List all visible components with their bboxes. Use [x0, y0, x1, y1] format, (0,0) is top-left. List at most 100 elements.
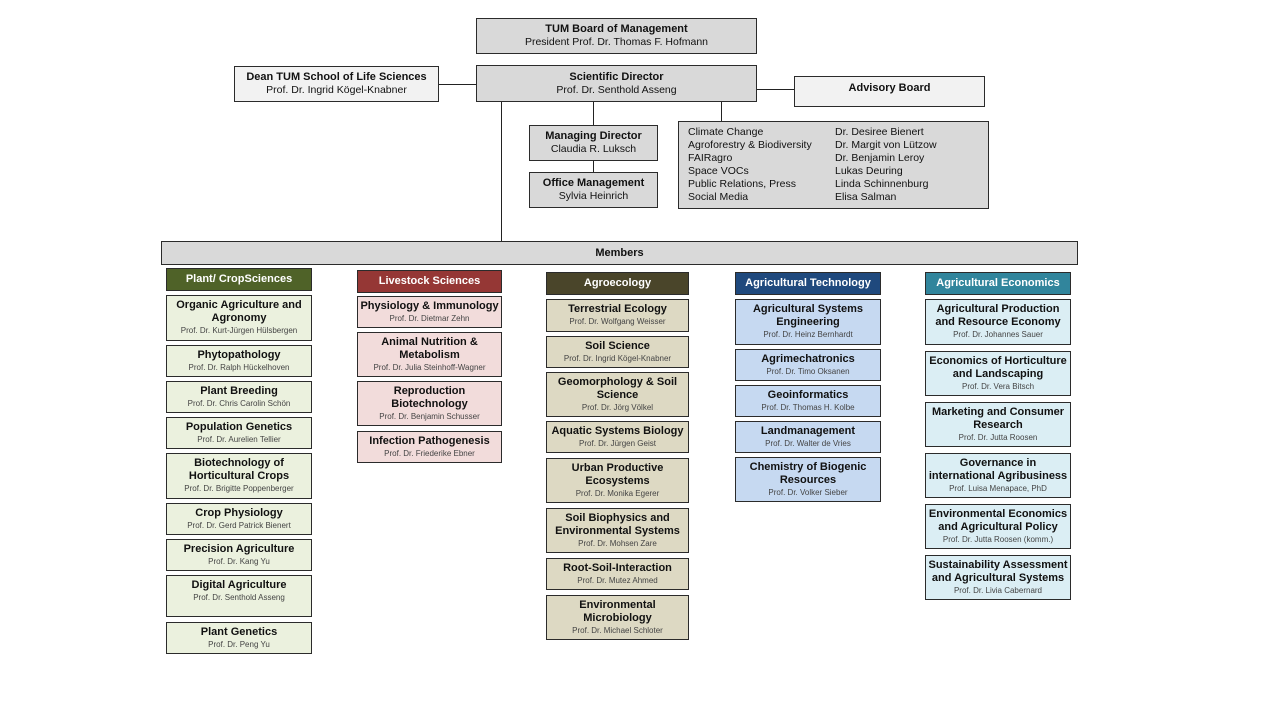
members-bar: Members — [161, 241, 1078, 265]
office-subtitle: Sylvia Heinrich — [558, 190, 629, 202]
unit-name: Agricultural Systems Engineering — [752, 303, 864, 328]
unit-name: Environmental Microbiology — [579, 599, 656, 624]
unit-name: Soil Science — [585, 340, 650, 352]
connector-director-topics — [721, 101, 722, 122]
dean-box: Dean TUM School of Life Sciences Prof. D… — [234, 66, 439, 102]
topic-item: Dr. Margit von Lützow — [835, 139, 937, 151]
unit-name: Soil Biophysics and Environmental System… — [555, 512, 680, 537]
advisory-title: Advisory Board — [848, 82, 931, 94]
unit-head: Prof. Dr. Aurelien Tellier — [197, 435, 281, 444]
unit-head: Prof. Dr. Peng Yu — [208, 640, 270, 649]
unit-head: Prof. Dr. Kurt-Jürgen Hülsbergen — [180, 326, 298, 335]
connector-dean-director — [439, 84, 477, 85]
unit-box: Environmental Economics and Agricultural… — [925, 504, 1071, 549]
unit-name: Geoinformatics — [767, 389, 849, 401]
unit-head: Prof. Dr. Benjamin Schusser — [379, 412, 480, 421]
unit-head: Prof. Dr. Ralph Hückelhoven — [188, 363, 290, 372]
director-title: Scientific Director — [569, 70, 664, 83]
unit-name: Organic Agriculture and Agronomy — [176, 299, 302, 324]
unit-name: Aquatic Systems Biology — [551, 425, 684, 437]
topic-item: Social Media — [688, 191, 749, 203]
unit-box: Economics of Horticulture and Landscapin… — [925, 351, 1071, 396]
unit-head: Prof. Dr. Walter de Vries — [765, 439, 851, 448]
column-header: Plant/ CropSciences — [166, 268, 312, 291]
column-header: Agroecology — [546, 272, 689, 295]
unit-box: Governance in international Agribusiness… — [925, 453, 1071, 498]
connector-director-advisory — [756, 89, 795, 90]
advisory-board-box: Advisory Board — [794, 76, 985, 107]
unit-head: Prof. Dr. Brigitte Poppenberger — [184, 484, 294, 493]
unit-name: Population Genetics — [185, 421, 293, 433]
unit-head: Prof. Dr. Jürgen Geist — [579, 439, 656, 448]
unit-head: Prof. Dr. Dietmar Zehn — [389, 314, 470, 323]
unit-head: Prof. Dr. Kang Yu — [208, 557, 270, 566]
unit-head: Prof. Dr. Mohsen Zare — [578, 539, 657, 548]
unit-head: Prof. Dr. Ingrid Kögel-Knabner — [563, 354, 672, 363]
unit-name: Plant Breeding — [200, 385, 278, 397]
unit-name: Reproduction Biotechnology — [391, 385, 468, 410]
dean-title: Dean TUM School of Life Sciences — [246, 71, 427, 83]
unit-head: Prof. Dr. Johannes Sauer — [953, 330, 1043, 339]
unit-head: Prof. Dr. Senthold Asseng — [193, 593, 285, 602]
unit-name: Physiology & Immunology — [360, 300, 499, 312]
unit-name: Environmental Economics and Agricultural… — [928, 508, 1068, 533]
unit-head: Prof. Luisa Menapace, PhD — [949, 484, 1047, 493]
unit-head: Prof. Dr. Heinz Bernhardt — [763, 330, 853, 339]
unit-name: Marketing and Consumer Research — [931, 406, 1065, 431]
column-header: Livestock Sciences — [357, 270, 502, 293]
unit-box: Sustainability Assessment and Agricultur… — [925, 555, 1071, 600]
managing-director-box: Managing Director Claudia R. Luksch — [529, 125, 658, 161]
unit-name: Geomorphology & Soil Science — [557, 376, 678, 401]
topic-item: Lukas Deuring — [835, 165, 903, 177]
topic-item: FAIRagro — [688, 152, 733, 164]
unit-name: Agrimechatronics — [761, 353, 855, 365]
unit-head: Prof. Dr. Michael Schloter — [572, 626, 663, 635]
director-subtitle: Prof. Dr. Senthold Asseng — [556, 83, 677, 96]
unit-name: Landmanagement — [760, 425, 856, 437]
topic-item: Space VOCs — [688, 165, 749, 177]
unit-name: Urban Productive Ecosystems — [571, 462, 664, 487]
managing-subtitle: Claudia R. Luksch — [550, 143, 637, 155]
unit-head: Prof. Dr. Chris Carolin Schön — [187, 399, 291, 408]
topics-box — [678, 121, 989, 209]
board-subtitle: President Prof. Dr. Thomas F. Hofmann — [524, 36, 709, 48]
topic-item: Agroforestry & Biodiversity — [688, 139, 812, 151]
unit-head: Prof. Dr. Jutta Roosen — [958, 433, 1038, 442]
unit-head: Prof. Dr. Mutez Ahmed — [577, 576, 658, 585]
topic-item: Dr. Desiree Bienert — [835, 126, 924, 138]
unit-name: Root-Soil-Interaction — [563, 562, 672, 574]
unit-box: Agricultural Production and Resource Eco… — [925, 299, 1071, 345]
office-management-box: Office Management Sylvia Heinrich — [529, 172, 658, 208]
column-header: Agricultural Economics — [925, 272, 1071, 295]
scientific-director-box: Scientific Director Prof. Dr. Senthold A… — [476, 65, 757, 102]
unit-head: Prof. Dr. Friederike Ebner — [384, 449, 475, 458]
connector-director-managing — [593, 101, 594, 125]
unit-head: Prof. Dr. Gerd Patrick Bienert — [187, 521, 291, 530]
unit-name: Precision Agriculture — [183, 543, 295, 555]
office-title: Office Management — [542, 177, 645, 189]
